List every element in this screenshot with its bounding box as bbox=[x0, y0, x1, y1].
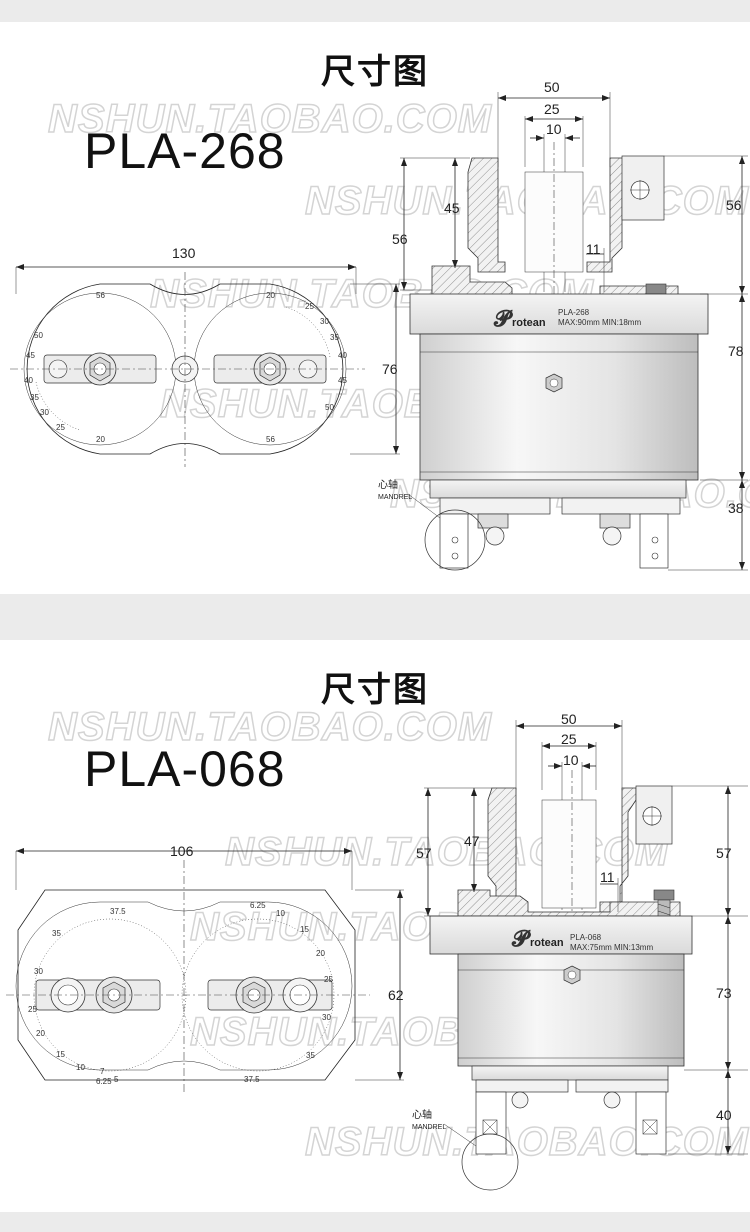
dim-11: 11 bbox=[600, 869, 615, 885]
dim-width: 106 bbox=[170, 843, 194, 859]
technical-drawing: NSHUN.TAOBAO.COM NSHUN.TAOBAO.COM NSHUN.… bbox=[6, 704, 750, 1191]
drawing-panel-pla-068: 尺寸图 PLA-068 NSHUN.TAOBAO.COM NSHUN.TAOBA… bbox=[0, 640, 750, 1212]
svg-text:50: 50 bbox=[34, 331, 43, 340]
svg-text:30: 30 bbox=[322, 1013, 331, 1022]
label-model: PLA-068 bbox=[570, 933, 602, 942]
svg-text:30: 30 bbox=[40, 408, 49, 417]
top-view: 106 37.5 35 30 25 20 bbox=[6, 843, 404, 1095]
brand-name: rotean bbox=[512, 317, 546, 329]
svg-text:20: 20 bbox=[36, 1029, 45, 1038]
dim-25: 25 bbox=[561, 731, 577, 747]
svg-text:45: 45 bbox=[26, 351, 35, 360]
dim-73: 73 bbox=[716, 985, 732, 1001]
side-view: 50 25 10 bbox=[378, 79, 748, 571]
dim-78: 78 bbox=[728, 343, 744, 359]
dim-25: 25 bbox=[544, 101, 560, 117]
svg-text:7: 7 bbox=[100, 1067, 105, 1076]
svg-text:6.25: 6.25 bbox=[96, 1077, 112, 1086]
svg-text:37.5: 37.5 bbox=[110, 907, 126, 916]
svg-text:5: 5 bbox=[114, 1075, 119, 1084]
svg-text:20: 20 bbox=[96, 435, 105, 444]
panel-heading: 尺寸图 bbox=[321, 52, 429, 92]
dim-56-right: 56 bbox=[726, 197, 742, 213]
mandrel-label-en: MANDREL bbox=[378, 494, 412, 501]
model-number: PLA-268 bbox=[84, 123, 286, 179]
svg-text:56: 56 bbox=[266, 435, 275, 444]
dim-47: 47 bbox=[464, 833, 480, 849]
label-range: MAX:90mm MIN:18mm bbox=[558, 318, 641, 327]
svg-text:NSHUN.TAOBAO.COM: NSHUN.TAOBAO.COM bbox=[48, 705, 493, 749]
dim-height: 62 bbox=[388, 987, 404, 1003]
svg-text:35: 35 bbox=[330, 333, 339, 342]
svg-text:56: 56 bbox=[96, 291, 105, 300]
svg-text:6.25: 6.25 bbox=[250, 901, 266, 910]
panel-heading: 尺寸图 bbox=[321, 670, 429, 710]
mandrel-callout-circle bbox=[461, 1133, 519, 1191]
brand-mark-icon: 𝓟 bbox=[511, 926, 531, 952]
scale-ticks bbox=[35, 306, 331, 431]
top-view: 130 56 bbox=[10, 245, 400, 467]
label-range: MAX:75mm MIN:13mm bbox=[570, 943, 653, 952]
mandrel-label-en: MANDREL bbox=[412, 1124, 446, 1131]
dim-45: 45 bbox=[444, 200, 460, 216]
svg-text:35: 35 bbox=[52, 929, 61, 938]
brand-name: rotean bbox=[530, 937, 564, 949]
side-view: 50 25 10 bbox=[412, 711, 748, 1191]
svg-text:30: 30 bbox=[34, 967, 43, 976]
dim-57-left: 57 bbox=[416, 845, 432, 861]
svg-text:25: 25 bbox=[305, 302, 314, 311]
dim-width: 130 bbox=[172, 245, 196, 261]
dim-50: 50 bbox=[544, 79, 560, 95]
mandrel-label-cn: 心轴 bbox=[378, 478, 398, 491]
technical-drawing: NSHUN.TAOBAO.COM NSHUN.TAOBAO.COM NSHUN.… bbox=[10, 79, 750, 571]
dim-11: 11 bbox=[586, 241, 601, 257]
drawing-panel-pla-268: 尺寸图 PLA-268 NSHUN.TAOBAO.COM NSHUN.TAOBA… bbox=[0, 22, 750, 594]
model-number: PLA-068 bbox=[84, 741, 286, 797]
svg-text:NSHUN.TAOBAO.COM: NSHUN.TAOBAO.COM bbox=[305, 1120, 750, 1164]
svg-text:30: 30 bbox=[320, 317, 329, 326]
dim-10: 10 bbox=[546, 121, 562, 137]
dim-57-right: 57 bbox=[716, 845, 732, 861]
label-model: PLA-268 bbox=[558, 308, 590, 317]
dim-50: 50 bbox=[561, 711, 577, 727]
svg-text:35: 35 bbox=[30, 393, 39, 402]
svg-text:NSHUN.TAOBAO.COM: NSHUN.TAOBAO.COM bbox=[48, 97, 493, 141]
svg-text:37.5: 37.5 bbox=[244, 1075, 260, 1084]
svg-text:35: 35 bbox=[306, 1051, 315, 1060]
svg-text:20: 20 bbox=[316, 949, 325, 958]
svg-text:50: 50 bbox=[325, 403, 334, 412]
svg-text:45: 45 bbox=[338, 376, 347, 385]
svg-text:25: 25 bbox=[28, 1005, 37, 1014]
svg-text:20: 20 bbox=[266, 291, 275, 300]
mandrel-label-cn: 心轴 bbox=[412, 1108, 432, 1121]
dim-56-left: 56 bbox=[392, 231, 408, 247]
dim-40: 40 bbox=[716, 1107, 732, 1123]
svg-text:40: 40 bbox=[338, 351, 347, 360]
svg-text:25: 25 bbox=[56, 423, 65, 432]
dim-38: 38 bbox=[728, 500, 744, 516]
svg-text:15: 15 bbox=[300, 925, 309, 934]
svg-text:NSHUN.TAOBAO.COM: NSHUN.TAOBAO.COM bbox=[225, 830, 670, 874]
mandrel-callout-circle bbox=[424, 509, 486, 571]
brand-mark-icon: 𝓟 bbox=[493, 306, 513, 332]
svg-text:25: 25 bbox=[324, 975, 333, 984]
svg-text:10: 10 bbox=[276, 909, 285, 918]
dim-height: 76 bbox=[382, 361, 398, 377]
svg-text:40: 40 bbox=[24, 376, 33, 385]
dim-10: 10 bbox=[563, 752, 579, 768]
svg-text:10: 10 bbox=[76, 1063, 85, 1072]
svg-text:15: 15 bbox=[56, 1050, 65, 1059]
